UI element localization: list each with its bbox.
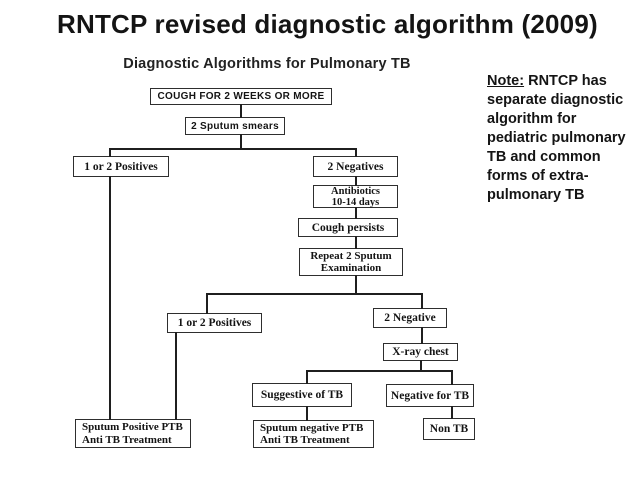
node-repeat-sputum-examination: Repeat 2 Sputum Examination	[299, 248, 403, 276]
connector-line	[355, 207, 357, 219]
connector-line	[451, 370, 453, 385]
node-label: Non TB	[429, 423, 469, 435]
slide-title: RNTCP revised diagnostic algorithm (2009…	[57, 9, 598, 39]
node-sputum-positive-ptb: Sputum Positive PTB Anti TB Treatment	[75, 419, 191, 448]
note-label: Note:	[487, 73, 525, 89]
connector-line	[355, 236, 357, 249]
connector-line	[206, 293, 423, 295]
connector-line	[420, 360, 422, 371]
node-label: 2 Negatives	[327, 160, 384, 173]
connector-line	[109, 148, 356, 150]
connector-line	[355, 275, 357, 294]
node-label-line2: 10-14 days	[331, 196, 380, 208]
node-xray-chest: X-ray chest	[383, 343, 458, 361]
connector-line	[451, 406, 453, 419]
note-block: Note: RNTCP has separate diagnostic algo…	[487, 72, 631, 205]
node-label: 1 or 2 Positives	[177, 317, 252, 329]
connector-line	[421, 327, 423, 344]
connector-line	[109, 176, 111, 420]
connector-line	[355, 148, 357, 157]
node-label: COUGH FOR 2 WEEKS OR MORE	[157, 91, 325, 102]
connector-line	[421, 293, 423, 309]
node-suggestive-of-tb: Suggestive of TB	[252, 383, 352, 407]
node-label-line1: Repeat 2 Sputum	[310, 250, 392, 262]
node-label: Suggestive of TB	[260, 389, 344, 401]
connector-line	[109, 148, 111, 157]
node-non-tb: Non TB	[423, 418, 475, 440]
node-cough-2-weeks: COUGH FOR 2 WEEKS OR MORE	[150, 88, 332, 105]
connector-line	[355, 176, 357, 186]
node-label-line1: Antibiotics	[330, 185, 380, 197]
node-2-negatives: 2 Negatives	[313, 156, 398, 177]
node-cough-persists: Cough persists	[298, 218, 398, 237]
node-label-line1: Sputum Positive PTB	[82, 421, 183, 433]
connector-line	[206, 293, 208, 314]
node-label-line1: Sputum negative PTB	[260, 421, 364, 434]
connector-line	[306, 370, 452, 372]
connector-line	[306, 406, 308, 421]
node-1-or-2-positives-first: 1 or 2 Positives	[73, 156, 169, 177]
node-1-or-2-positives-second: 1 or 2 Positives	[167, 313, 262, 333]
node-label-line2: Anti TB Treatment	[82, 433, 172, 446]
connector-line	[175, 332, 177, 420]
note-text: RNTCP has separate diagnostic algorithm …	[487, 73, 626, 203]
node-label: Cough persists	[311, 221, 385, 234]
node-label: X-ray chest	[392, 346, 449, 358]
connector-line	[240, 134, 242, 149]
node-label: 2 Sputum smears	[191, 120, 279, 132]
connector-line	[240, 104, 242, 118]
connector-line	[306, 370, 308, 384]
node-label-line2: Examination	[320, 262, 382, 274]
diagram-heading: Diagnostic Algorithms for Pulmonary TB	[123, 56, 411, 72]
node-negative-for-tb: Negative for TB	[386, 384, 474, 407]
node-2-sputum-smears: 2 Sputum smears	[185, 117, 285, 135]
node-label: 1 or 2 Positives	[84, 160, 158, 173]
node-label: 2 Negative	[384, 312, 436, 324]
node-antibiotics: Antibiotics 10-14 days	[313, 185, 398, 208]
node-label: Negative for TB	[390, 389, 470, 402]
node-sputum-negative-ptb: Sputum negative PTB Anti TB Treatment	[253, 420, 374, 448]
node-2-negative-second: 2 Negative	[373, 308, 447, 328]
node-label-line2: Anti TB Treatment	[260, 434, 350, 446]
